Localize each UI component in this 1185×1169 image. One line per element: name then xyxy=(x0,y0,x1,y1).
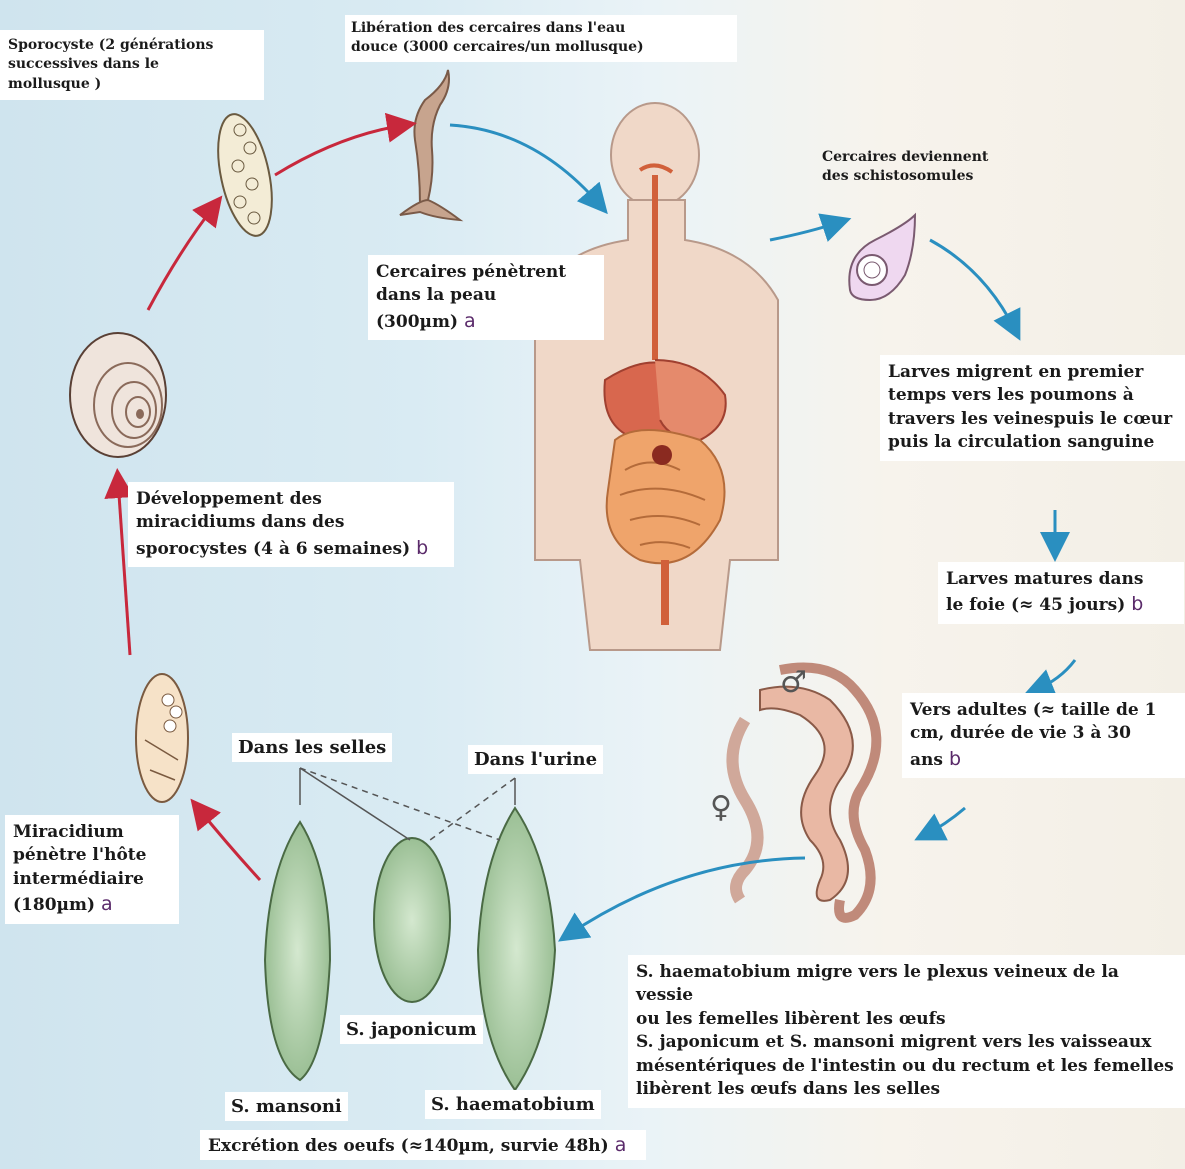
mansoni-label: S. mansoni xyxy=(225,1092,348,1121)
snail-illustration xyxy=(70,333,166,457)
adults-label: Vers adultes (≈ taille de 1 cm, durée de… xyxy=(902,693,1185,778)
liver-note: b xyxy=(1131,593,1143,615)
human-body-illustration xyxy=(535,103,778,650)
penetrate-note: a xyxy=(464,310,476,332)
stool-label: Dans les selles xyxy=(232,733,392,762)
urine-label: Dans l'urine xyxy=(468,745,603,774)
schistosomula-label: Cercaires deviennent des schistosomules xyxy=(822,148,1062,187)
miracidium-text: Miracidium pénètre l'hôte intermédiaire … xyxy=(13,822,146,915)
penetrate-label: Cercaires pénètrent dans la peau (300µm)… xyxy=(368,255,604,340)
sporocyst-illustration xyxy=(209,109,282,240)
excretion-text: Excrétion des oeufs (≈140µm, survie 48h) xyxy=(208,1136,609,1156)
female-symbol: ♀ xyxy=(710,790,732,825)
haematobium-label: S. haematobium xyxy=(425,1090,601,1119)
eggs-illustration xyxy=(265,808,555,1090)
schistosomula-text: Cercaires deviennent des schistosomules xyxy=(822,149,988,184)
migrate-label: Larves migrent en premier temps vers les… xyxy=(880,355,1185,461)
schistosomule-illustration xyxy=(849,215,915,300)
egg-location-connectors xyxy=(300,768,515,840)
migrate-text: Larves migrent en premier temps vers les… xyxy=(888,362,1172,452)
liver-text: Larves matures dans le foie (≈ 45 jours) xyxy=(946,569,1143,615)
sporocyst-label: Sporocyste (2 générations successives da… xyxy=(0,30,264,100)
release-label: Libération des cercaires dans l'eau douc… xyxy=(345,15,737,62)
sporocyst-text: Sporocyste (2 générations successives da… xyxy=(8,37,213,92)
development-note: b xyxy=(416,537,428,559)
adult-worms-illustration xyxy=(733,668,877,918)
miracidium-label: Miracidium pénètre l'hôte intermédiaire … xyxy=(5,815,179,924)
cercaria-illustration xyxy=(400,70,460,220)
liver-label: Larves matures dans le foie (≈ 45 jours)… xyxy=(938,562,1184,624)
development-label: Développement des miracidiums dans des s… xyxy=(128,482,454,567)
male-symbol: ♂ xyxy=(780,665,807,700)
adults-note: b xyxy=(949,748,961,770)
adults-text: Vers adultes (≈ taille de 1 cm, durée de… xyxy=(910,700,1156,770)
japonicum-label: S. japonicum xyxy=(340,1015,483,1044)
migration-text-block: S. haematobium migre vers le plexus vein… xyxy=(628,955,1185,1108)
excretion-note: a xyxy=(615,1134,627,1156)
excretion-label: Excrétion des oeufs (≈140µm, survie 48h)… xyxy=(200,1130,646,1160)
release-text: Libération des cercaires dans l'eau douc… xyxy=(351,20,644,55)
miracidium-illustration xyxy=(136,674,188,802)
migration-text: S. haematobium migre vers le plexus vein… xyxy=(636,962,1174,1099)
development-text: Développement des miracidiums dans des s… xyxy=(136,489,410,559)
miracidium-note: a xyxy=(101,893,113,915)
